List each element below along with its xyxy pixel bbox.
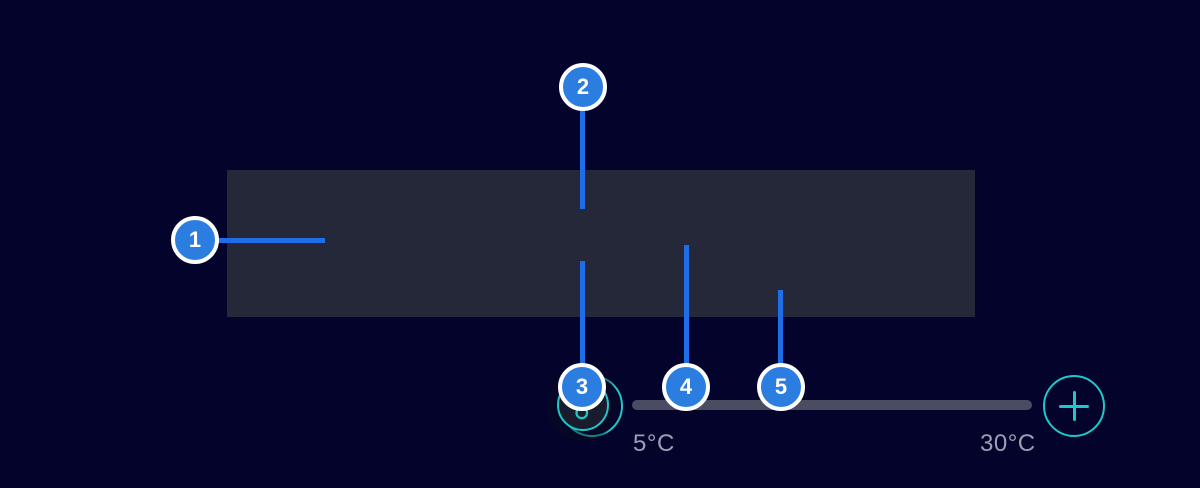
callout-badge-4: 4	[662, 363, 710, 411]
callout-line-4	[684, 245, 689, 364]
callout-badge-1: 1	[171, 216, 219, 264]
max-temperature-label: 30°C	[980, 430, 1036, 457]
callout-line-5	[778, 290, 783, 364]
callout-line-3	[580, 261, 585, 364]
callout-badge-2: 2	[559, 63, 607, 111]
callout-line-2	[580, 110, 585, 209]
temperature-control-panel: 5°C 30°C	[227, 170, 1105, 457]
increase-temperature-button[interactable]	[1043, 375, 1105, 437]
min-temperature-label: 5°C	[633, 430, 675, 457]
slider-track[interactable]	[632, 400, 1032, 410]
callout-badge-3: 3	[558, 363, 606, 411]
callout-badge-5: 5	[757, 363, 805, 411]
callout-line-1	[218, 238, 325, 243]
plus-icon	[1059, 391, 1089, 421]
